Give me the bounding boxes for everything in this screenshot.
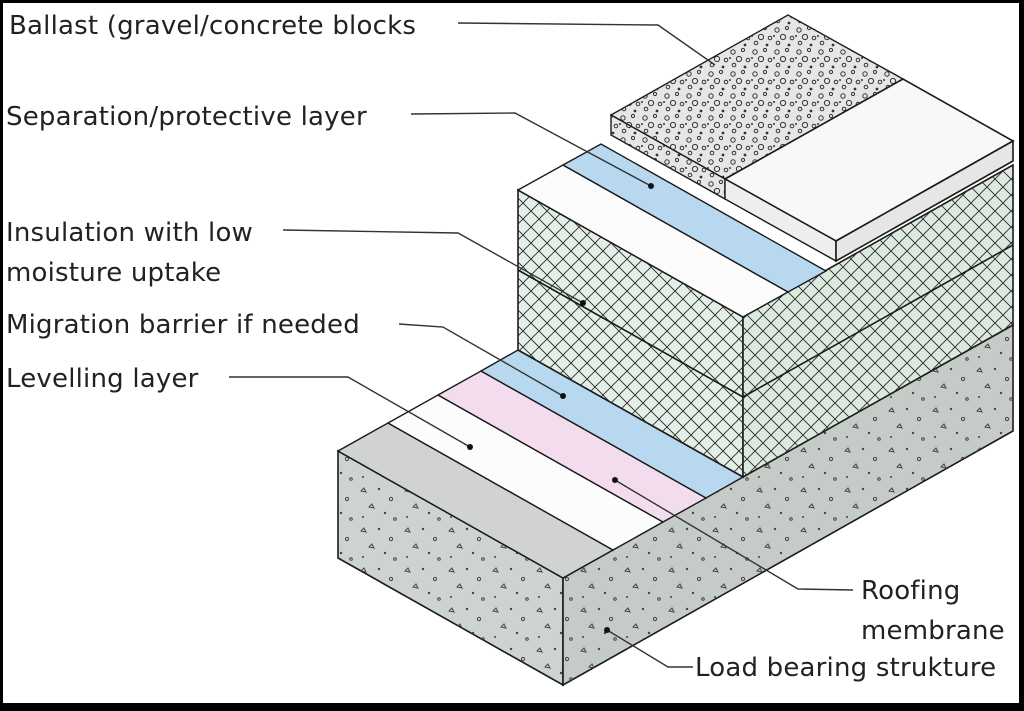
separation-leader [410,112,652,187]
insulation-leader [282,229,584,304]
insulation-label-line2: moisture uptake [6,258,222,288]
insulation-top-behind [826,165,1013,271]
roof-build-up-diagram [229,14,1015,687]
migration-barrier-label: Migration barrier if needed [6,310,360,340]
levelling-leader [229,376,471,448]
migration-leader [398,323,564,397]
diagram-canvas: Ballast (gravel/concrete blocks Separati… [3,3,1019,703]
levelling-layer-label: Levelling layer [6,364,199,394]
insulation-label-line1: Insulation with low [6,218,254,248]
insulation-block [517,163,1014,479]
ballast-layer [609,14,1015,263]
load-bearing-structure [337,323,1014,687]
upper-layer-strips [516,143,1013,318]
roofing-membrane-label-line2: membrane [861,616,1005,646]
ballast-label: Ballast (gravel/concrete blocks [9,11,417,41]
separation-layer-label: Separation/protective layer [6,102,367,132]
concrete-block-side [835,139,1014,263]
roofing-membrane-label-line1: Roofing [861,576,961,606]
roofing-leader [614,479,854,591]
load-bearing-label: Load bearing strukture [695,653,997,683]
leader-lines [229,22,854,668]
load-bearing-leader [606,629,693,668]
ballast-leader [457,22,716,66]
